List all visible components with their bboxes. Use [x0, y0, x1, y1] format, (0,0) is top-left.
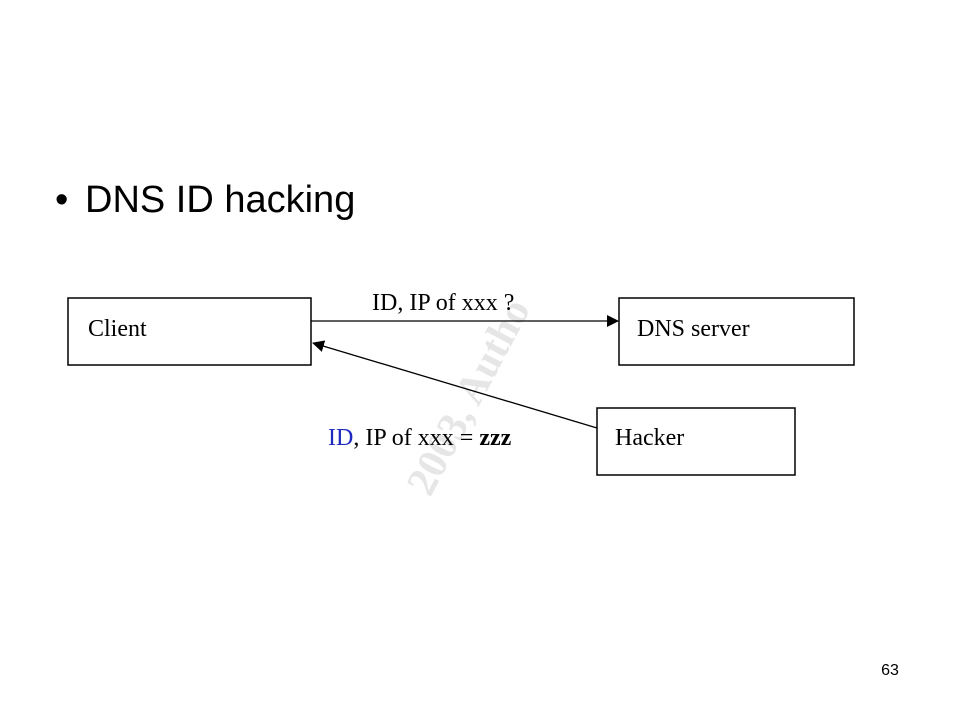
spoof-label-id: ID: [328, 425, 353, 451]
spoof-label-middle: , IP of xxx =: [353, 425, 479, 451]
spoof-label: ID, IP of xxx = zzz: [328, 425, 512, 451]
bullet-dot: •: [55, 178, 69, 221]
hacker-box: [596, 407, 796, 476]
client-box: [67, 297, 312, 366]
dns-server-label: DNS server: [637, 316, 750, 342]
hacker-label: Hacker: [615, 425, 684, 451]
bullet-item: • DNS ID hacking: [55, 172, 355, 228]
hacker-node: Hacker: [596, 407, 796, 476]
spoof-arrow: [312, 340, 598, 429]
spoof-label-value: zzz: [479, 425, 511, 451]
client-node: Client: [67, 297, 312, 366]
client-label: Client: [88, 316, 147, 342]
query-label: ID, IP of xxx ?: [372, 290, 514, 316]
dns-server-node: DNS server: [618, 297, 855, 366]
dns-server-box: [618, 297, 855, 366]
watermark-text: 2003, Autho: [398, 292, 539, 503]
page-number: 63: [881, 662, 899, 679]
bullet-text: DNS ID hacking: [85, 178, 356, 221]
